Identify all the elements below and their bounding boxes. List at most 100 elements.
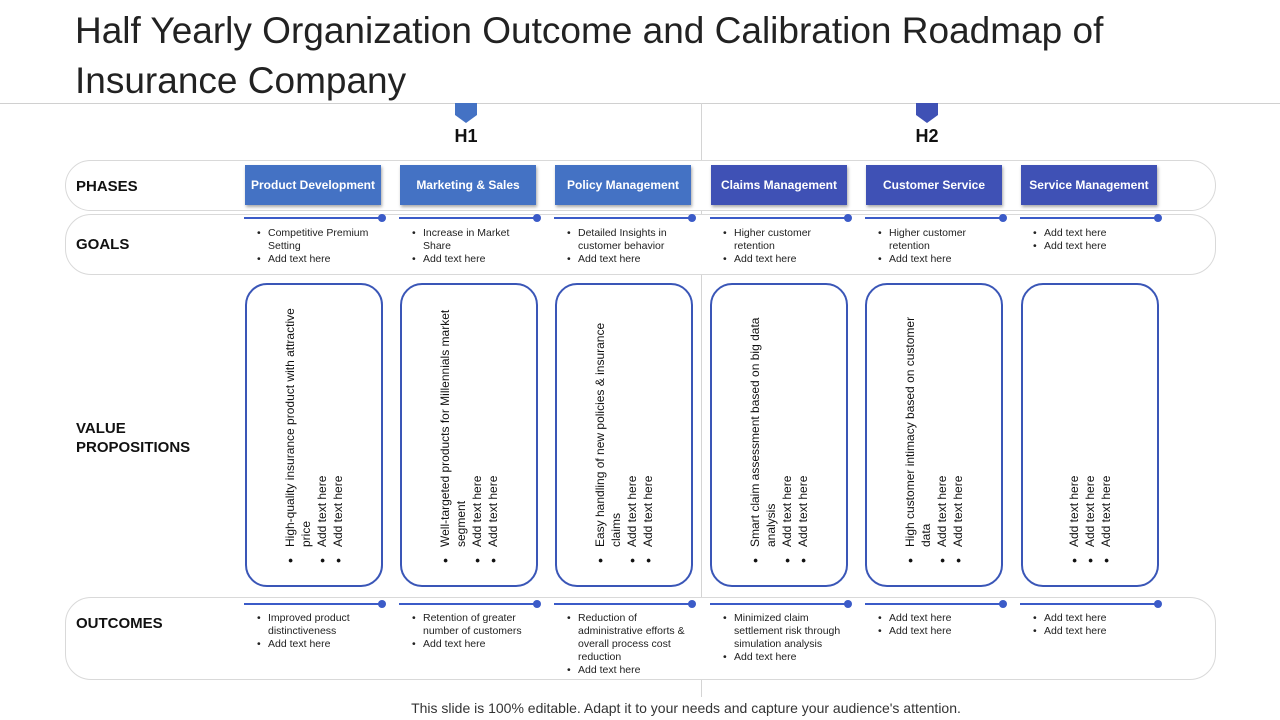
goals-marketing-sales: Increase in Market Share Add text here	[412, 227, 540, 266]
list-item: Add text here	[795, 305, 811, 565]
list-item: Add text here	[469, 305, 485, 565]
list-item: Add text here	[1066, 305, 1082, 565]
footer-note: This slide is 100% editable. Adapt it to…	[411, 700, 961, 716]
list-item: Add text here	[878, 625, 1006, 638]
goal-line	[710, 217, 850, 219]
value-prop-customer-service: High customer intimacy based on customer…	[865, 283, 1003, 587]
list-item: Add text here	[950, 305, 966, 565]
goals-product-development: Competitive Premium Setting Add text her…	[257, 227, 385, 266]
list-item: Add text here	[878, 612, 1006, 625]
outcome-dot	[1154, 600, 1162, 608]
goal-line	[554, 217, 694, 219]
list-item: Higher customer retention	[878, 227, 1006, 253]
list-item: Add text here	[314, 305, 330, 565]
outcomes-product-development: Improved product distinctiveness Add tex…	[257, 612, 385, 651]
phase-policy-management: Policy Management	[555, 165, 691, 205]
title-divider	[0, 103, 1280, 104]
list-item: Add text here	[567, 253, 695, 266]
list-item: Minimized claim settlement risk through …	[723, 612, 851, 651]
half-divider	[701, 103, 702, 697]
slide-title: Half Yearly Organization Outcome and Cal…	[75, 10, 1104, 101]
goal-dot	[844, 214, 852, 222]
list-item: Add text here	[1098, 305, 1114, 565]
goal-dot	[378, 214, 386, 222]
list-item: High customer intimacy based on customer…	[902, 305, 934, 565]
outcomes-marketing-sales: Retention of greater number of customers…	[412, 612, 540, 651]
outcomes-service-management: Add text here Add text here	[1033, 612, 1161, 638]
phase-service-management: Service Management	[1021, 165, 1157, 205]
list-item: Add text here	[257, 638, 385, 651]
list-item: Add text here	[878, 253, 1006, 266]
value-prop-marketing-sales: Well-targeted products for Millennials m…	[400, 283, 538, 587]
list-item: Add text here	[257, 253, 385, 266]
h1-label: H1	[454, 126, 478, 146]
outcome-line	[554, 603, 694, 605]
list-item: Add text here	[330, 305, 346, 565]
outcome-line	[865, 603, 1005, 605]
goals-policy-management: Detailed Insights in customer behavior A…	[567, 227, 695, 266]
list-item: Detailed Insights in customer behavior	[567, 227, 695, 253]
list-item: Add text here	[412, 253, 540, 266]
list-item: Add text here	[1033, 227, 1161, 240]
list-item: High-quality insurance product with attr…	[282, 305, 314, 565]
goal-dot	[999, 214, 1007, 222]
list-item: Reduction of administrative efforts & ov…	[567, 612, 695, 664]
value-prop-product-development: High-quality insurance product with attr…	[245, 283, 383, 587]
list-item: Add text here	[1033, 612, 1161, 625]
outcomes-customer-service: Add text here Add text here	[878, 612, 1006, 638]
value-prop-service-management: Add text here Add text here Add text her…	[1021, 283, 1159, 587]
h1-marker-icon	[455, 103, 477, 123]
list-item: Add text here	[412, 638, 540, 651]
goal-dot	[688, 214, 696, 222]
list-item: Add text here	[779, 305, 795, 565]
value-prop-policy-management: Easy handling of new policies & insuranc…	[555, 283, 693, 587]
outcome-line	[1020, 603, 1160, 605]
goal-dot	[533, 214, 541, 222]
list-item: Competitive Premium Setting	[257, 227, 385, 253]
phase-marketing-sales: Marketing & Sales	[400, 165, 536, 205]
list-item: Increase in Market Share	[412, 227, 540, 253]
list-item: Add text here	[1082, 305, 1098, 565]
row-label-goals: GOALS	[76, 236, 130, 253]
goals-claims-management: Higher customer retention Add text here	[723, 227, 851, 266]
row-label-outcomes: OUTCOMES	[76, 615, 163, 632]
list-item: Add text here	[624, 305, 640, 565]
goal-dot	[1154, 214, 1162, 222]
list-item: Easy handling of new policies & insuranc…	[592, 305, 624, 565]
list-item: Add text here	[1033, 625, 1161, 638]
goals-service-management: Add text here Add text here	[1033, 227, 1161, 253]
row-label-phases: PHASES	[76, 178, 138, 195]
list-item: Add text here	[640, 305, 656, 565]
outcome-dot	[999, 600, 1007, 608]
phase-customer-service: Customer Service	[866, 165, 1002, 205]
h2-label: H2	[915, 126, 939, 146]
list-item: Add text here	[723, 651, 851, 664]
goal-line	[865, 217, 1005, 219]
list-item: Add text here	[723, 253, 851, 266]
list-item: Retention of greater number of customers	[412, 612, 540, 638]
outcomes-policy-management: Reduction of administrative efforts & ov…	[567, 612, 695, 677]
goal-line	[1020, 217, 1160, 219]
outcome-dot	[844, 600, 852, 608]
outcome-dot	[378, 600, 386, 608]
h2-marker-icon	[916, 103, 938, 123]
list-item: Add text here	[567, 664, 695, 677]
goal-line	[244, 217, 384, 219]
list-item: Smart claim assessment based on big data…	[747, 305, 779, 565]
list-item: Well-targeted products for Millennials m…	[437, 305, 469, 565]
list-item: Add text here	[485, 305, 501, 565]
list-item: Add text here	[934, 305, 950, 565]
goals-customer-service: Higher customer retention Add text here	[878, 227, 1006, 266]
list-item: Improved product distinctiveness	[257, 612, 385, 638]
list-item: Add text here	[1033, 240, 1161, 253]
outcome-dot	[533, 600, 541, 608]
outcomes-claims-management: Minimized claim settlement risk through …	[723, 612, 851, 664]
outcome-line	[244, 603, 384, 605]
phase-product-development: Product Development	[245, 165, 381, 205]
goal-line	[399, 217, 539, 219]
value-prop-claims-management: Smart claim assessment based on big data…	[710, 283, 848, 587]
row-label-value-propositions: VALUE PROPOSITIONS	[76, 420, 191, 456]
outcome-line	[710, 603, 850, 605]
outcome-dot	[688, 600, 696, 608]
phase-claims-management: Claims Management	[711, 165, 847, 205]
